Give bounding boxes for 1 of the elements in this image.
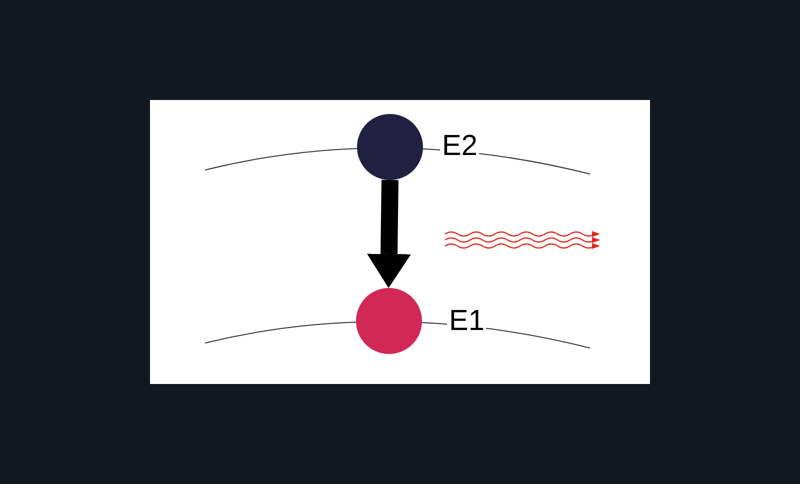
arrow (367, 180, 411, 288)
